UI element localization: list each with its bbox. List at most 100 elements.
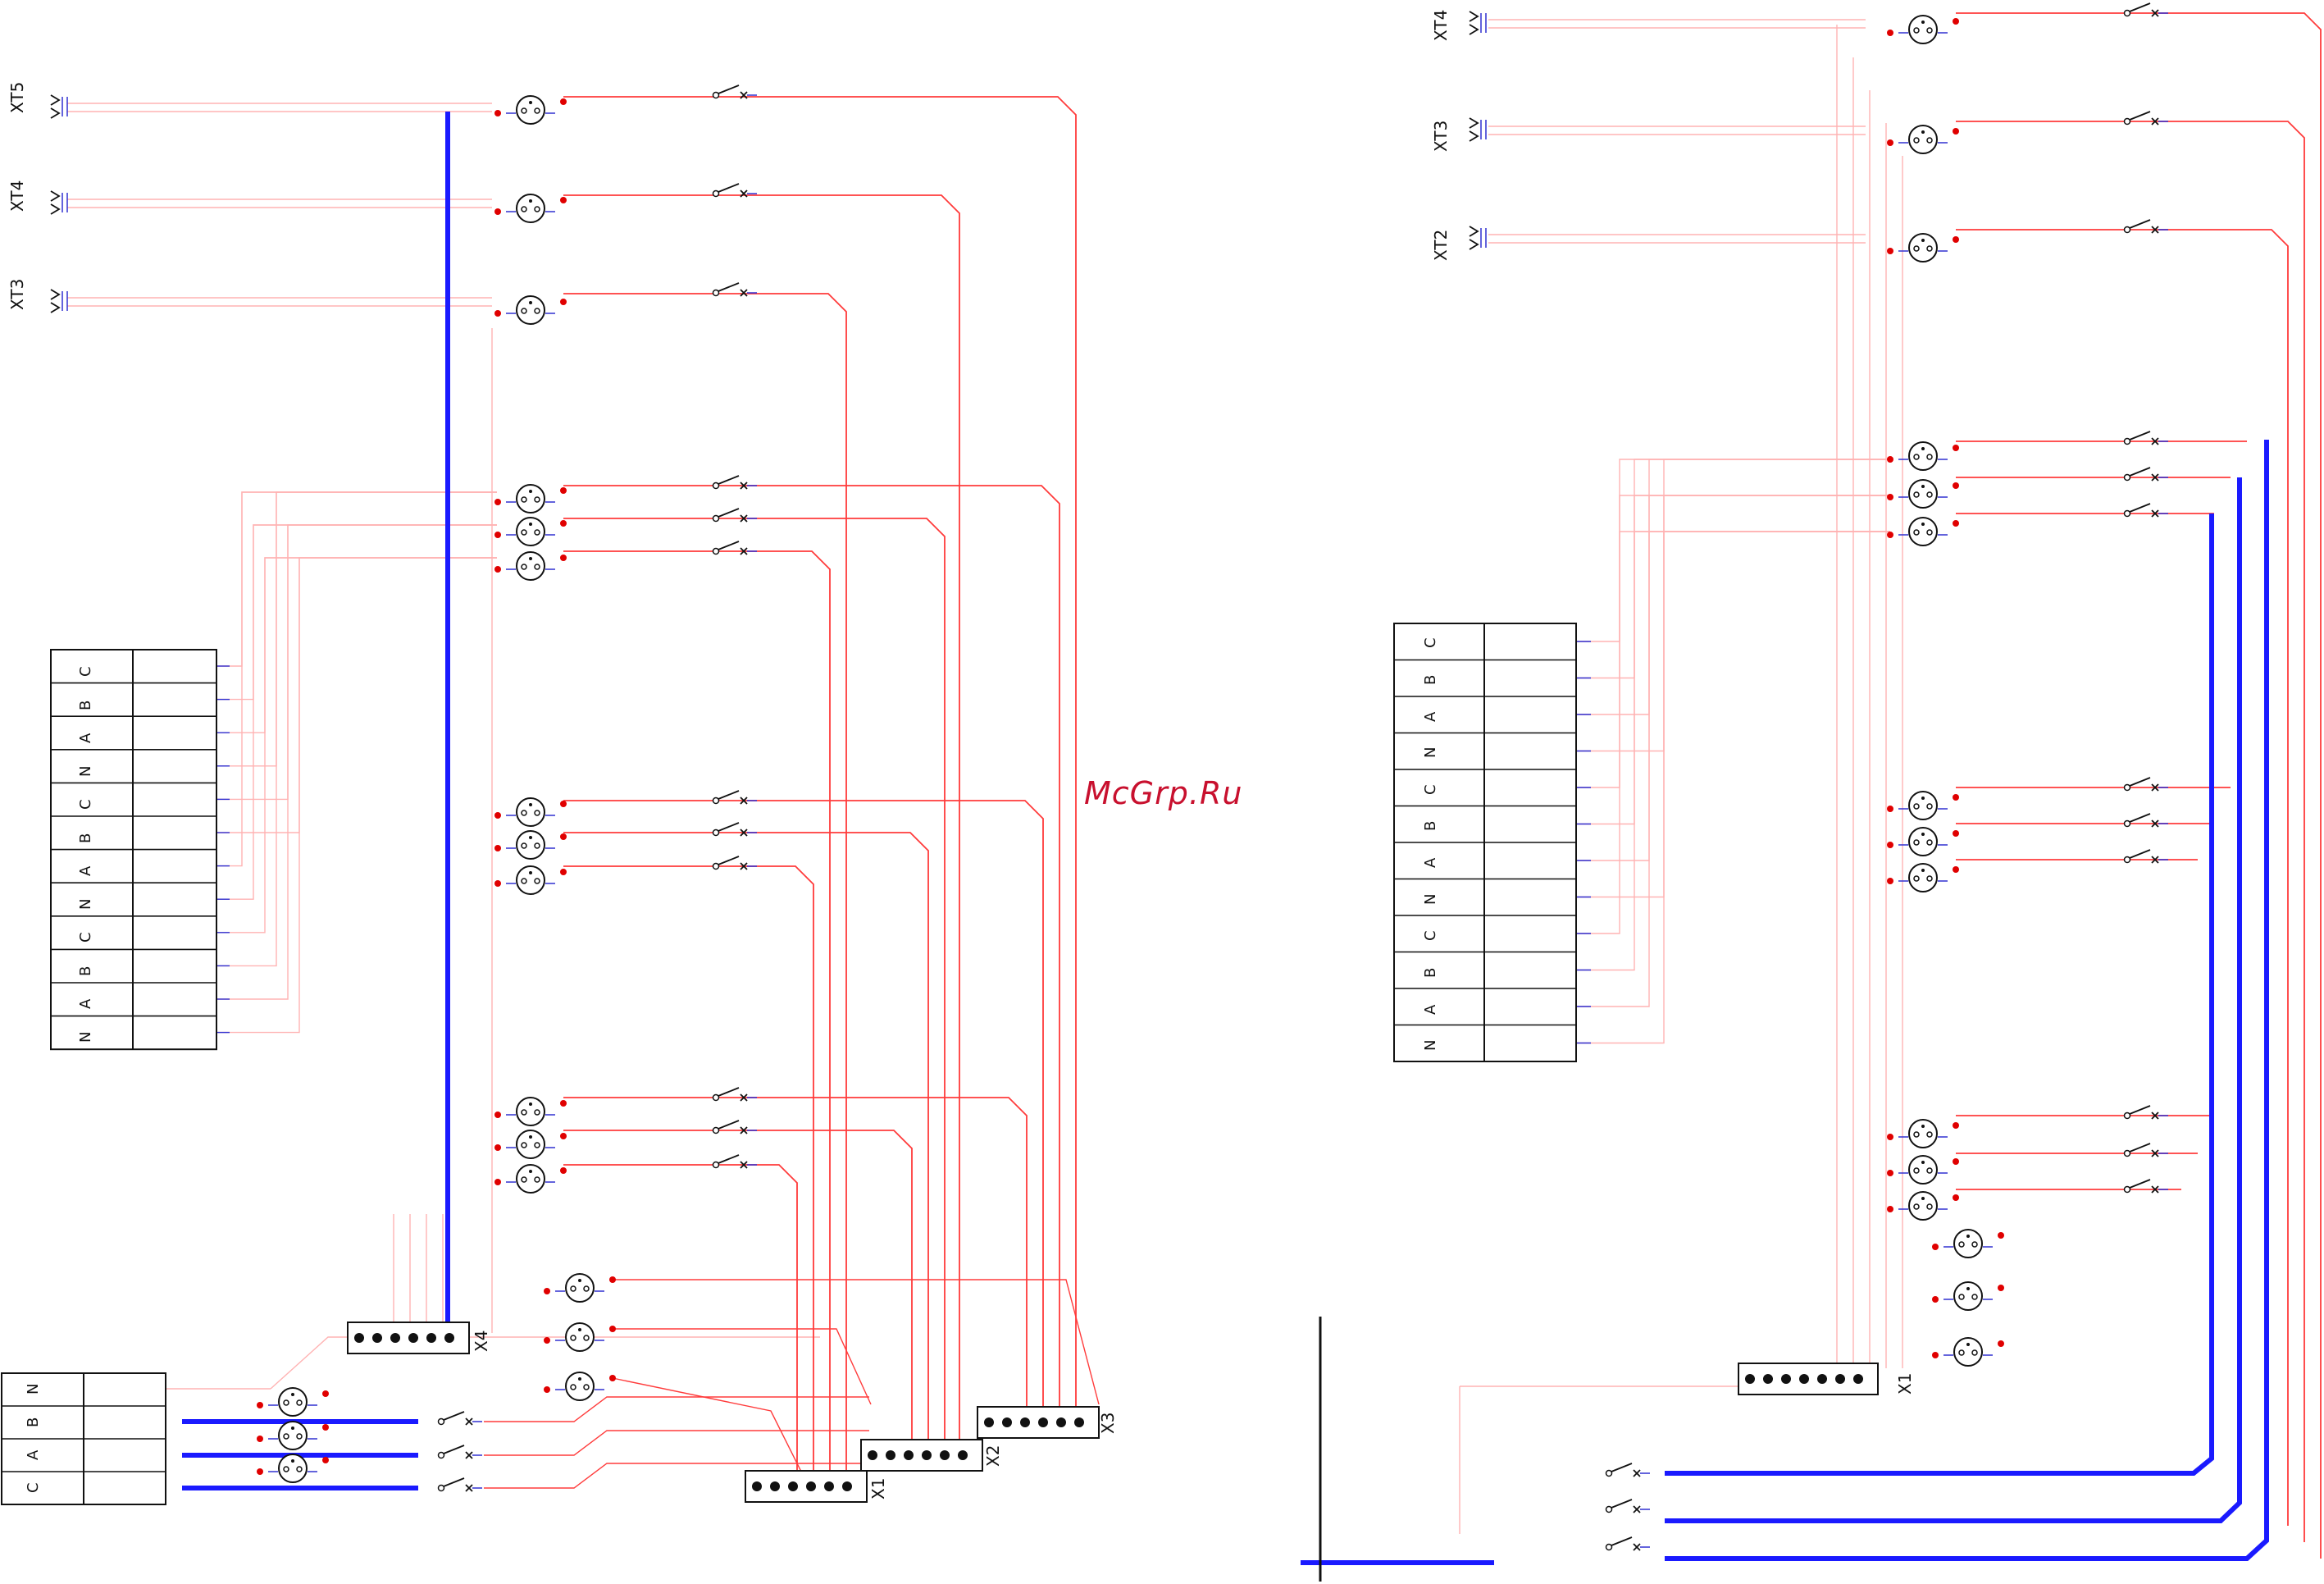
thin-wire xyxy=(216,558,497,933)
node-dot xyxy=(1887,806,1893,812)
node-dot xyxy=(560,299,567,305)
node-dot xyxy=(1953,1122,1959,1129)
plug-chevron xyxy=(1470,240,1478,249)
socket-symbol xyxy=(1887,16,1959,43)
socket-symbol xyxy=(494,831,567,859)
socket-circle xyxy=(1909,518,1937,545)
breaker-contact xyxy=(713,798,719,804)
plug-chevron xyxy=(51,290,59,299)
breaker-contact xyxy=(713,483,719,489)
terminal-pin xyxy=(984,1417,994,1427)
breaker-contact xyxy=(2125,11,2130,16)
socket-symbol xyxy=(1932,1338,2004,1366)
phase-table-grid xyxy=(1394,623,1576,1061)
socket-circle xyxy=(517,552,545,580)
terminal-pin xyxy=(958,1450,968,1460)
terminal-pin xyxy=(1799,1374,1809,1384)
red-wire xyxy=(613,1280,1099,1404)
node-dot xyxy=(494,532,501,538)
plug-symbol xyxy=(1470,118,1486,141)
socket-ground xyxy=(578,1377,581,1381)
thin-wire xyxy=(1576,532,1890,934)
socket-ground xyxy=(529,199,532,203)
socket-circle xyxy=(1954,1338,1982,1366)
plug-symbol xyxy=(51,95,67,118)
thin-wire xyxy=(216,525,497,799)
node-dot xyxy=(322,1390,329,1397)
socket-circle xyxy=(566,1372,594,1400)
breaker-contact xyxy=(439,1453,444,1458)
breaker-contact xyxy=(2125,785,2130,791)
node-dot xyxy=(560,555,567,561)
socket-symbol xyxy=(257,1422,329,1449)
socket-ground xyxy=(1966,1235,1970,1238)
node-dot xyxy=(1953,520,1959,527)
terminal-pin xyxy=(354,1333,364,1343)
breaker-symbol xyxy=(713,1088,758,1101)
node-dot xyxy=(544,1386,550,1393)
socket-symbol xyxy=(1932,1282,2004,1310)
socket-ground xyxy=(1921,523,1925,526)
node-dot xyxy=(1932,1352,1939,1358)
socket-ground xyxy=(529,557,532,560)
socket-ground xyxy=(291,1459,294,1463)
breaker-symbol xyxy=(2125,1106,2169,1119)
right-phase-cell: N xyxy=(1422,894,1439,905)
socket-circle xyxy=(517,1130,545,1158)
breaker-contact xyxy=(713,1162,719,1168)
node-dot xyxy=(1932,1244,1939,1250)
breaker-arm xyxy=(2130,468,2150,476)
breaker-symbol xyxy=(2125,220,2169,233)
socket-ground xyxy=(529,1135,532,1139)
socket-ground xyxy=(529,803,532,806)
breaker-contact xyxy=(713,830,719,836)
breaker-symbol xyxy=(2125,468,2169,481)
red-wire xyxy=(563,486,1059,1409)
connector-label-x4: X4 xyxy=(472,1331,491,1352)
breaker-symbol xyxy=(713,823,758,836)
input-cell: A xyxy=(25,1449,42,1460)
breaker-contact xyxy=(713,549,719,555)
node-dot xyxy=(560,487,567,494)
plug-chevron xyxy=(1470,118,1478,128)
node-dot xyxy=(257,1436,263,1442)
breaker-symbol xyxy=(713,856,758,870)
plug-chevron xyxy=(51,108,59,118)
node-dot xyxy=(494,499,501,505)
red-wire xyxy=(613,1378,804,1477)
node-dot xyxy=(1998,1285,2004,1291)
breaker-symbol xyxy=(2125,778,2169,791)
breaker-arm xyxy=(718,791,739,799)
breaker-contact xyxy=(713,93,719,98)
plug-chevron xyxy=(51,204,59,214)
socket-label-xt4: XT4 xyxy=(7,180,27,212)
breaker-arm xyxy=(444,1445,464,1454)
breaker-symbol xyxy=(2125,850,2169,863)
plug-chevron xyxy=(1470,25,1478,34)
red-wire xyxy=(563,518,945,1448)
connector-x3 xyxy=(977,1407,1099,1438)
node-dot xyxy=(609,1326,616,1332)
thin-wires xyxy=(67,20,1902,1534)
breaker-symbol xyxy=(2125,814,2169,827)
node-dot xyxy=(1887,1134,1893,1140)
node-dot xyxy=(1953,1158,1959,1165)
breaker-contact xyxy=(713,1128,719,1134)
breaker-arm xyxy=(718,823,739,831)
node-dot xyxy=(1887,248,1893,254)
socket-circle xyxy=(1909,1156,1937,1184)
socket-circle xyxy=(517,798,545,826)
breaker-symbol xyxy=(1606,1537,1651,1550)
thin-wire xyxy=(216,525,497,700)
thin-wire xyxy=(216,492,497,766)
right-phase-cell: N xyxy=(1422,747,1439,758)
node-dot xyxy=(1953,794,1959,801)
terminal-pin xyxy=(1056,1417,1066,1427)
socket-symbol xyxy=(494,1098,567,1125)
thin-wire xyxy=(1576,459,1890,641)
breaker-contact xyxy=(1606,1545,1612,1550)
breaker-symbol xyxy=(2125,112,2169,125)
socket-symbol xyxy=(257,1454,329,1482)
plug-symbol xyxy=(1470,11,1486,34)
